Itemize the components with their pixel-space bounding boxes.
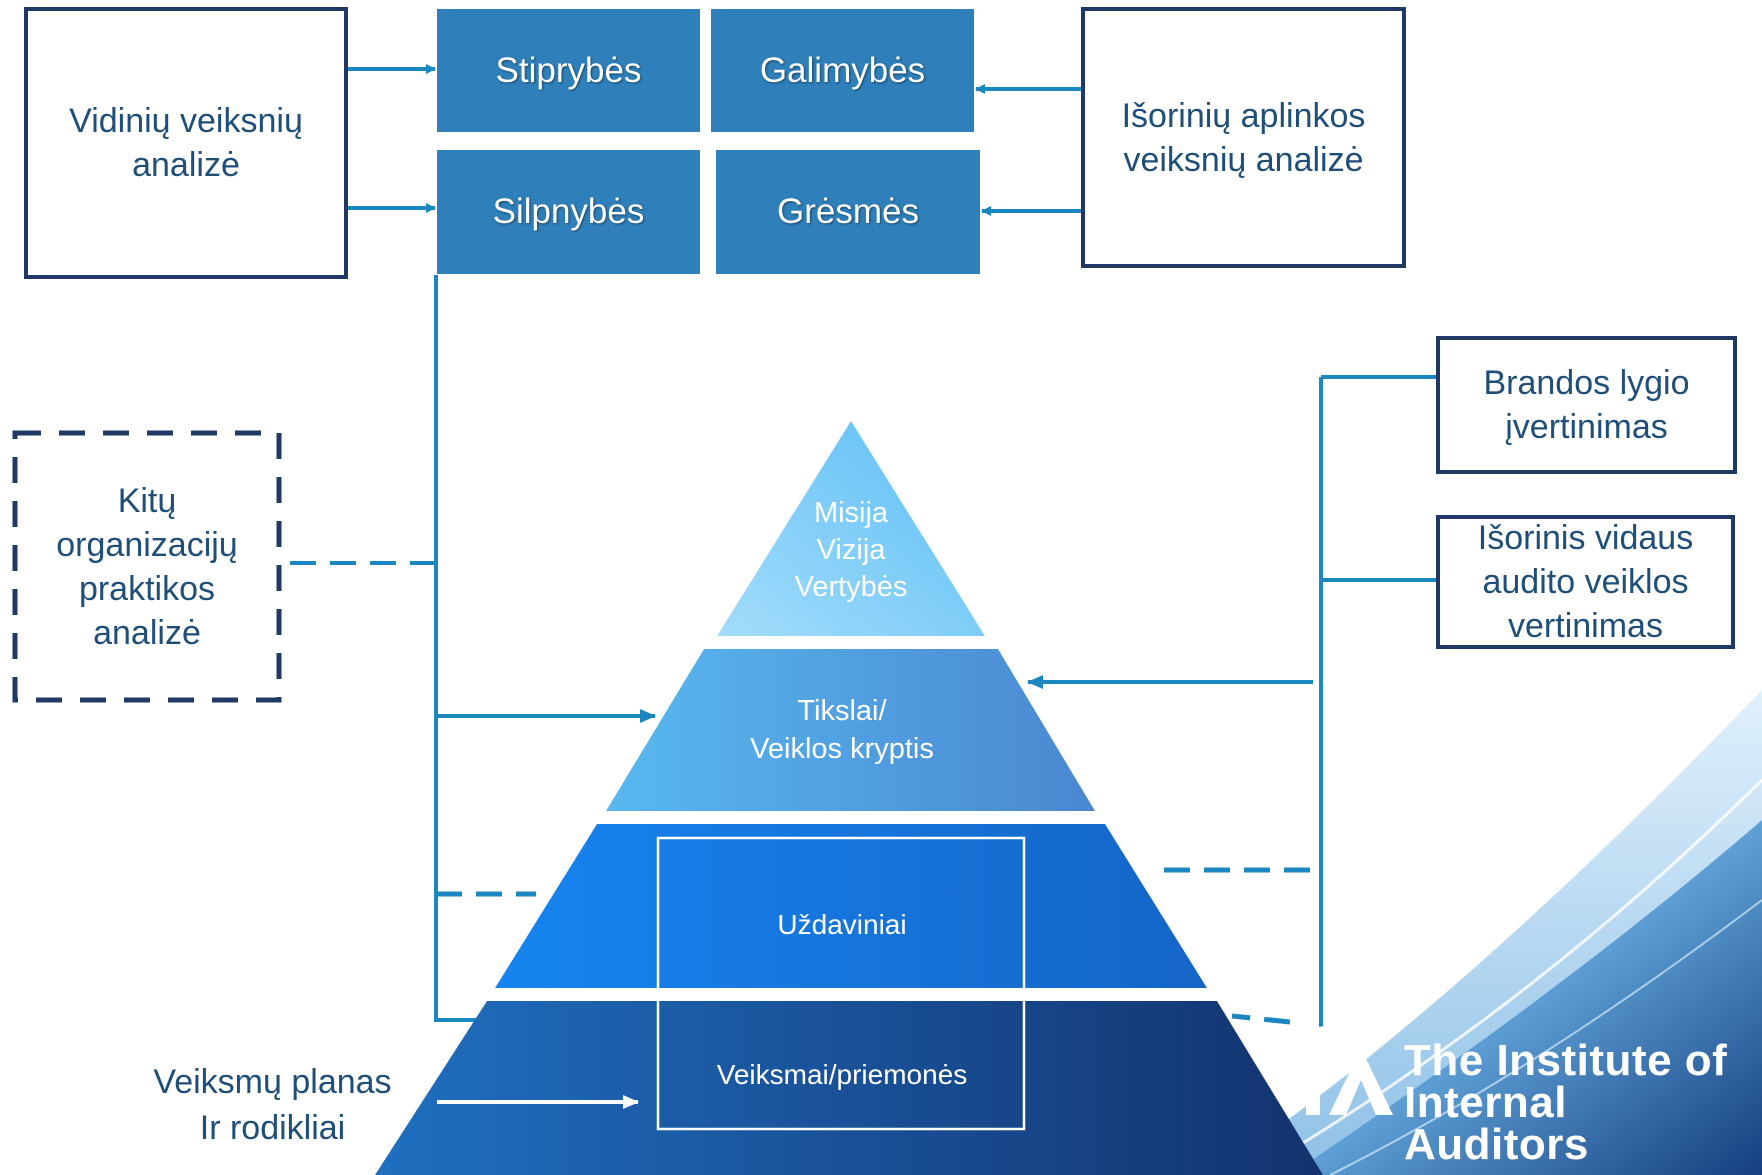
weaknesses-label: Silpnybės	[492, 192, 645, 231]
maturity-box	[1436, 336, 1737, 474]
pyramid-level-tasks	[495, 824, 1207, 988]
action-plan-label: Veiksmų planas Ir rodikliai	[153, 1063, 392, 1147]
other-orgs-box	[12, 430, 282, 703]
highlight-frame	[656, 836, 1026, 1131]
internal-analysis-label: Vidinių veiksnių analizė	[69, 102, 303, 184]
internal-analysis-box	[24, 7, 348, 279]
opportunities-box	[711, 9, 974, 132]
external-analysis-box	[1081, 7, 1406, 268]
strengths-label: Stiprybės	[495, 50, 642, 90]
pyramid-tasks-label: Uždaviniai	[777, 909, 907, 940]
other-orgs-label: Kitų organizacijų praktikos analizė	[56, 481, 238, 652]
threats-label: Grėsmės	[777, 192, 919, 231]
pyramid-level-goals	[606, 649, 1095, 811]
external-assessment-box	[1436, 515, 1735, 649]
pyramid-actions-label: Veiksmai/priemonės	[716, 1059, 968, 1090]
pyramid-mission-label: Misija Vizija Vertybės	[794, 496, 908, 603]
threats-box	[716, 150, 980, 274]
iia-logo	[1300, 1026, 1393, 1115]
external-assessment-label: Išorinis vidaus audito veiklos vertinima…	[1477, 519, 1694, 645]
weaknesses-box	[437, 150, 700, 274]
strengths-box	[437, 9, 700, 132]
external-analysis-label: Išorinių aplinkos veiksnių analizė	[1121, 96, 1366, 179]
opportunities-label: Galimybės	[759, 50, 926, 90]
pyramid-level-actions	[375, 1001, 1323, 1175]
background-wave-dark	[1290, 820, 1762, 1175]
globe-icon	[1300, 1026, 1344, 1070]
dashed-to-actions-right	[1231, 1013, 1291, 1025]
pyramid-level-mission	[717, 421, 985, 636]
pyramid-goals-label: Tikslai/ Veiklos kryptis	[750, 695, 934, 765]
iia-logo-text: The Institute of Internal Auditors	[1404, 1036, 1728, 1169]
maturity-label: Brandos lygio įvertinimas	[1483, 364, 1690, 446]
